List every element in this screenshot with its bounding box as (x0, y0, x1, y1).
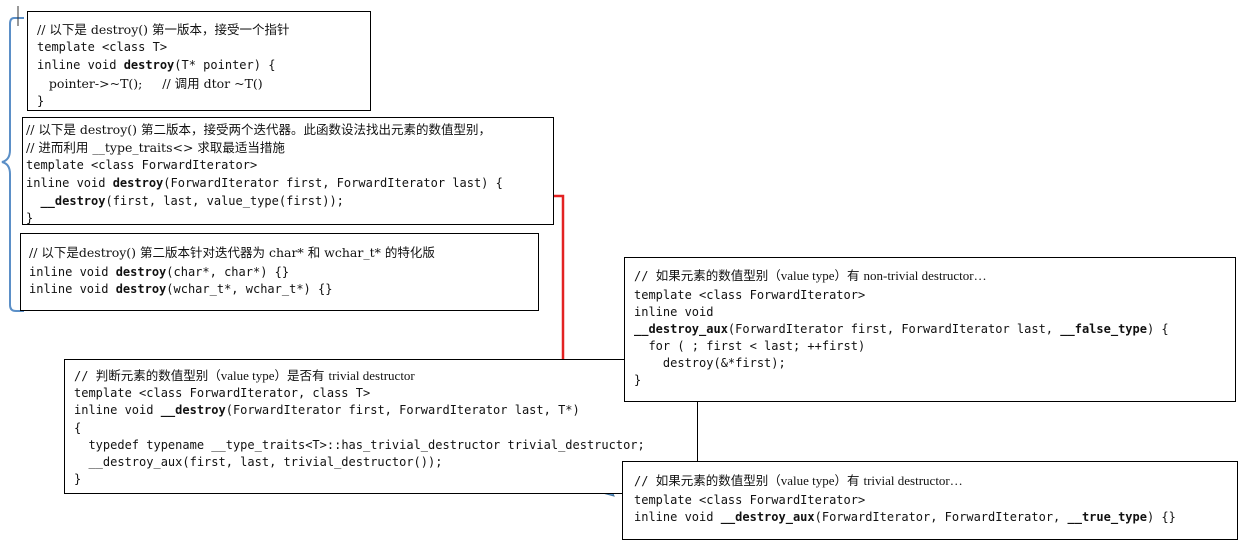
comment: value type (780, 268, 835, 283)
destroy-aux-false-box: // 如果元素的数值型别（value type）有 non-trivial de… (624, 257, 1236, 402)
code-line: ::has_trivial_destructor trivial_destruc… (326, 438, 645, 452)
code-line: inline void (29, 265, 116, 279)
code-line: inline void (634, 305, 714, 319)
code-line: template <class ForwardIterator> (634, 288, 866, 302)
code-line: inline void (37, 58, 124, 72)
code-line: (ForwardIterator, ForwardIterator, (814, 510, 1068, 524)
left-brace (1, 17, 24, 312)
comment: trivial destructor… (863, 473, 963, 488)
comment: // 以下是destroy() 第二版本针对迭代器为 char* 和 wchar… (29, 245, 435, 260)
comment: 判断元素的数值型别（ (95, 368, 221, 383)
comment: non-trivial destructor… (863, 268, 987, 283)
function-name: destroy (115, 282, 167, 296)
code-line: (ForwardIterator first, ForwardIterator … (163, 176, 503, 190)
code-line: (ForwardIterator first, ForwardIterator … (727, 322, 1061, 336)
code-line: inline void (26, 176, 113, 190)
code-line: template <class ForwardIterator> (26, 158, 258, 172)
comment: // 以下是 destroy() 第一版本，接受一个指针 (37, 22, 290, 37)
code-line: inline void (634, 510, 721, 524)
comment: // (634, 474, 656, 488)
comment: 如果元素的数值型别（ (655, 268, 781, 283)
function-name: destroy (112, 176, 164, 190)
destroy-aux-true-box: // 如果元素的数值型别（value type）有 trivial destru… (622, 461, 1238, 540)
comment: value type (780, 473, 835, 488)
code-line: pointer->~T(); // 调用 dtor ~T() (37, 76, 263, 91)
comment: // 进而利用 __type_traits<> 求取最适当措施 (26, 140, 285, 155)
code-line: } (74, 472, 82, 486)
comment: 如果元素的数值型别（ (655, 473, 781, 488)
code-line: destroy(&*first); (634, 356, 786, 370)
code-line: (char*, char*) {} (166, 265, 290, 279)
comment: ）有 (834, 268, 864, 283)
comment: // (634, 269, 656, 283)
comment: // (74, 369, 96, 383)
function-name: destroy (115, 265, 167, 279)
type-name: __false_type (1060, 322, 1147, 336)
comment: ）有 (834, 473, 864, 488)
double-underscore-destroy-box: // 判断元素的数值型别（value type）是否有 trivial dest… (64, 359, 698, 494)
code-line: template <class ForwardIterator, class T… (74, 386, 371, 400)
function-name: __destroy_aux (720, 510, 815, 524)
code-line: inline void (74, 403, 161, 417)
code-line: (wchar_t*, wchar_t*) {} (166, 282, 333, 296)
indent (26, 194, 40, 208)
code-line: } (634, 373, 642, 387)
comment: value type (220, 368, 275, 383)
code-line: (ForwardIterator first, ForwardIterator … (225, 403, 580, 417)
comment: ）是否有 (274, 368, 329, 383)
destroy-v2-box: // 以下是 destroy() 第二版本，接受两个迭代器。此函数设法找出元素的… (22, 117, 554, 225)
code-line: for ( ; first < last; ++first) (634, 339, 866, 353)
comment: trivial destructor (328, 368, 415, 383)
code-line: typedef typename (74, 438, 212, 452)
function-name: __destroy_aux (634, 322, 728, 336)
function-name: __destroy (160, 403, 226, 417)
type-name: __true_type (1067, 510, 1147, 524)
code-line: __destroy_aux(first, last, trivial_destr… (74, 455, 443, 469)
destroy-specialization-box: // 以下是destroy() 第二版本针对迭代器为 char* 和 wchar… (20, 233, 539, 311)
code-line: inline void (29, 282, 116, 296)
code-line: ) {} (1146, 510, 1176, 524)
code-line: { (74, 421, 82, 435)
code-line: } (26, 211, 34, 225)
code-line: } (37, 94, 45, 108)
destroy-v1-box: // 以下是 destroy() 第一版本，接受一个指针 template <c… (27, 11, 371, 111)
code-line: (first, last, value_type(first)); (105, 194, 344, 208)
code-line: ) { (1146, 322, 1169, 336)
comment: // 以下是 destroy() 第二版本，接受两个迭代器。此函数设法找出元素的… (26, 122, 491, 137)
function-name: destroy (123, 58, 175, 72)
function-name: __destroy (40, 194, 106, 208)
type-traits-highlight: __type_traits<T> (211, 438, 327, 452)
code-line: template <class ForwardIterator> (634, 493, 866, 507)
code-line: template <class T> (37, 40, 168, 54)
code-line: (T* pointer) { (174, 58, 276, 72)
